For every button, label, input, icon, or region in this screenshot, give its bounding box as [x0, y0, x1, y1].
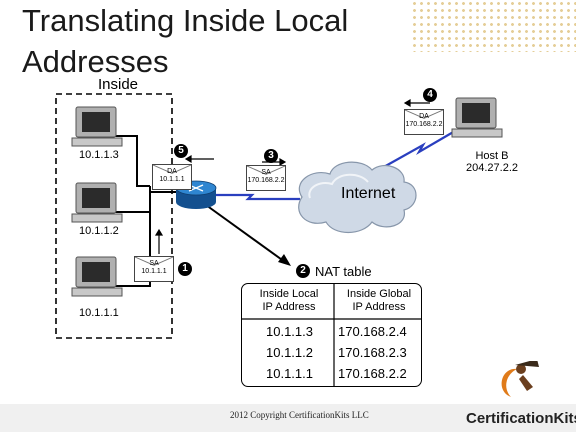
packet-field: DA [419, 113, 429, 120]
host-ip-label: 10.1.1.1 [79, 307, 119, 319]
nat-header-line: IP Address [352, 301, 406, 313]
wan-lines [214, 130, 456, 201]
inside-label: Inside [98, 76, 139, 93]
footer-bar [0, 404, 576, 432]
slide-title-line1: Translating Inside Local [22, 3, 349, 38]
packet-address: 10.1.1.1 [141, 268, 167, 275]
pc-hostb-icon [451, 97, 503, 138]
nat-cell-local: 10.1.1.3 [266, 324, 313, 339]
decorative-dot-pattern [411, 0, 576, 52]
internet-cloud [298, 161, 417, 234]
packet-envelope-5: DA 10.1.1.1 [152, 164, 192, 190]
packet-field: SA [261, 169, 271, 176]
internet-label: Internet [341, 185, 396, 202]
nat-header-inside-local: Inside Local IP Address [248, 288, 330, 314]
nat-header-line: Inside Local [259, 288, 319, 300]
pc-host2-icon [71, 182, 123, 223]
pc-host1-icon [71, 256, 123, 297]
host-b-name: Host B [475, 150, 509, 162]
nat-header-inside-global: Inside Global IP Address [337, 288, 421, 314]
copyright-text: 2012 Copyright CertificationKits LLC [230, 410, 369, 420]
lan-lines [114, 135, 178, 287]
link-router-internet [214, 193, 300, 201]
packet-address: 170.168.2.2 [405, 121, 443, 128]
host-ip-label: 10.1.1.3 [79, 149, 119, 161]
certificationkits-logo-icon [501, 361, 539, 397]
nat-table: Inside Local IP Address Inside Global IP… [240, 282, 422, 387]
packet-envelope-1: SA 10.1.1.1 [134, 256, 174, 282]
host-ip-label: 10.1.1.2 [79, 225, 119, 237]
packet-address: 10.1.1.1 [159, 176, 185, 183]
nat-header-line: Inside Global [346, 288, 412, 300]
host-pc-icons [71, 97, 503, 297]
nat-table-title: NAT table [315, 264, 372, 279]
link-host3 [114, 135, 150, 187]
nat-cell-global: 170.168.2.2 [338, 366, 407, 381]
step-badge: 4 [423, 88, 437, 102]
packet-field: SA [149, 260, 159, 267]
nat-cell-global: 170.168.2.3 [338, 345, 407, 360]
slide-title-line2: Addresses [22, 44, 169, 79]
packet-address: 170.168.2.2 [247, 177, 285, 184]
packet-envelope-3: SA 170.168.2.2 [246, 165, 286, 191]
host-b-ip: 204.27.2.2 [466, 162, 518, 174]
step-badge: 3 [264, 149, 278, 163]
nat-cell-local: 10.1.1.2 [266, 345, 313, 360]
step-badge: 2 [296, 264, 310, 278]
nat-arrow [205, 204, 291, 266]
packet-field: DA [167, 168, 177, 175]
step-badge: 1 [178, 262, 192, 276]
direction-arrows [154, 98, 430, 254]
logo-text: CertificationKits [466, 410, 576, 427]
link-host1 [114, 186, 151, 287]
link-internet-hostb [381, 130, 456, 169]
pc-host3-icon [71, 106, 123, 147]
packet-envelope-4: DA 170.168.2.2 [404, 109, 444, 135]
nat-cell-local: 10.1.1.1 [266, 366, 313, 381]
nat-cell-global: 170.168.2.4 [338, 324, 407, 339]
nat-header-line: IP Address [262, 301, 316, 313]
host-b-label: Host B 204.27.2.2 [466, 150, 518, 174]
step-badge: 5 [174, 144, 188, 158]
link-host2 [114, 186, 151, 213]
nat-table-grid [240, 282, 422, 387]
